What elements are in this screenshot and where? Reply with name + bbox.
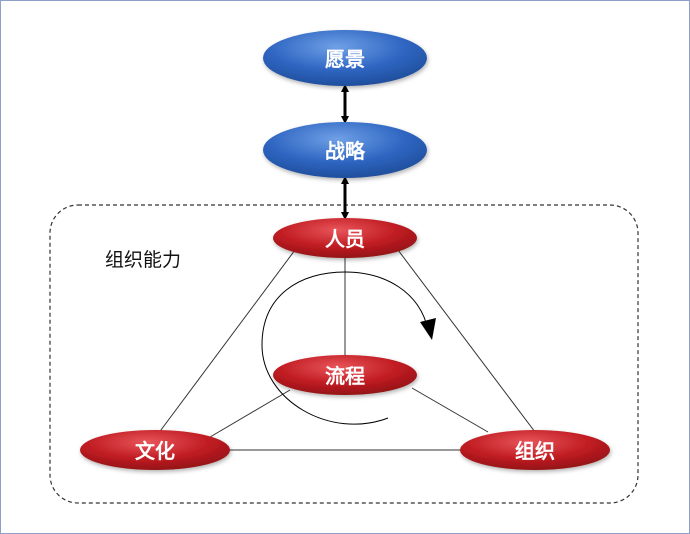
- people-organization-line: [397, 249, 536, 433]
- organization-node: [460, 430, 610, 470]
- culture-node: [80, 430, 230, 470]
- strategy-node: [263, 122, 427, 178]
- people-node: [273, 218, 417, 258]
- process-organization-line: [411, 387, 489, 433]
- region-label: 组织能力: [105, 249, 181, 271]
- vision-node: [263, 30, 427, 86]
- culture-label: 文化: [135, 439, 175, 463]
- strategy-label: 战略: [325, 139, 366, 163]
- cycle-arrow: [261, 271, 429, 425]
- organization-label: 组织: [515, 439, 555, 463]
- process-culture-line: [204, 389, 291, 441]
- process-node: [273, 355, 417, 395]
- cycle-arrow-head: [420, 318, 436, 340]
- vision-label: 愿景: [325, 47, 365, 71]
- people-label: 人员: [325, 227, 365, 251]
- process-label: 流程: [325, 364, 365, 388]
- people-culture-line: [154, 249, 296, 439]
